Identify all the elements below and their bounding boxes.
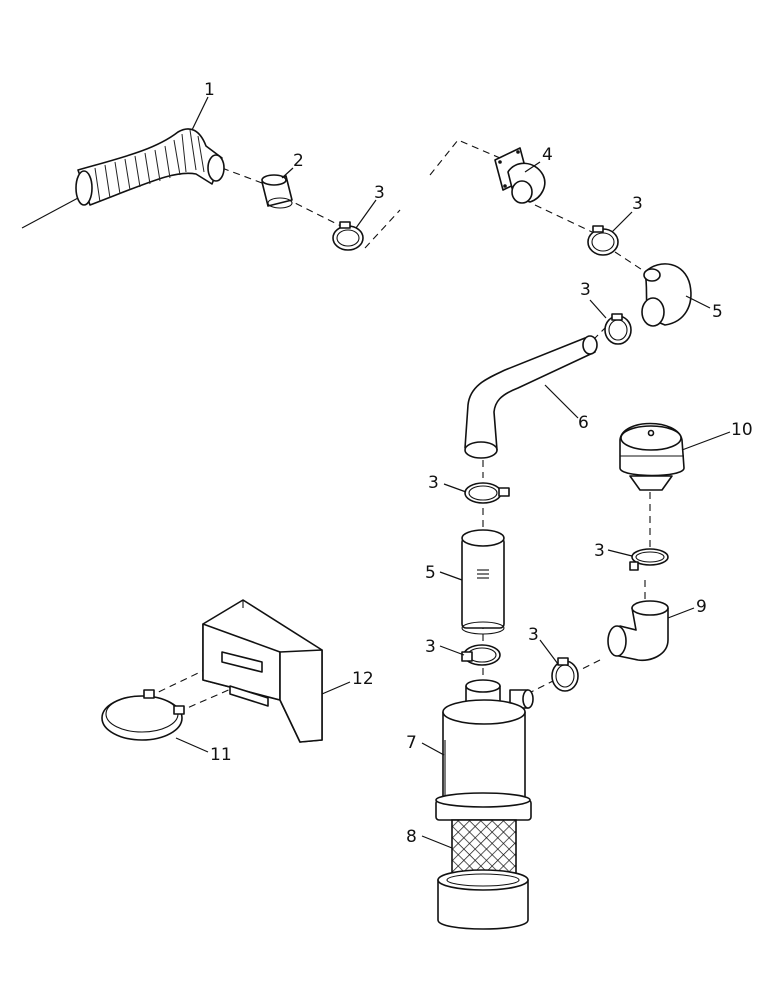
hose-clamp-3e bbox=[629, 548, 669, 571]
bent-tube-6 bbox=[464, 335, 598, 459]
hose-clamp-3f bbox=[461, 644, 501, 666]
band-clamp-11 bbox=[101, 689, 185, 741]
callout-3b: 3 bbox=[632, 194, 643, 214]
callout-3e: 3 bbox=[594, 541, 605, 561]
air-filter-housing-7 bbox=[442, 679, 534, 803]
hose-clamp-3g bbox=[551, 657, 579, 692]
straight-tube-5-lower bbox=[461, 529, 505, 635]
callout-12: 12 bbox=[352, 669, 374, 689]
callout-5a: 5 bbox=[712, 302, 723, 322]
callout-6: 6 bbox=[578, 413, 589, 433]
callout-3c: 3 bbox=[580, 280, 591, 300]
callout-3g: 3 bbox=[528, 625, 539, 645]
callout-8: 8 bbox=[406, 827, 417, 847]
callout-7: 7 bbox=[406, 733, 417, 753]
callout-5b: 5 bbox=[425, 563, 436, 583]
callout-labels: 1 2 3 4 3 3 5 6 10 3 3 5 9 3 3 12 7 8 11 bbox=[204, 80, 753, 847]
precleaner-cap-10 bbox=[619, 422, 685, 491]
hose-clamp-3d bbox=[464, 482, 510, 504]
callout-11: 11 bbox=[210, 745, 232, 765]
ring-2 bbox=[261, 174, 293, 209]
callout-4: 4 bbox=[542, 145, 553, 165]
flexible-hose-1 bbox=[75, 128, 225, 206]
callout-9: 9 bbox=[696, 597, 707, 617]
callout-3a: 3 bbox=[374, 183, 385, 203]
callout-10: 10 bbox=[731, 420, 753, 440]
hose-clamp-3c bbox=[604, 313, 632, 345]
callout-1: 1 bbox=[204, 80, 215, 100]
mounting-bracket-12 bbox=[202, 599, 323, 743]
callout-3f: 3 bbox=[425, 637, 436, 657]
elbow-5-upper bbox=[641, 263, 692, 327]
flanged-elbow-4 bbox=[494, 147, 546, 204]
assembly-lines bbox=[21, 139, 651, 713]
hose-clamp-3b bbox=[587, 225, 619, 256]
filter-element-8 bbox=[435, 792, 532, 930]
elbow-9 bbox=[607, 600, 669, 662]
callout-3d: 3 bbox=[428, 473, 439, 493]
hose-clamp-3a bbox=[332, 221, 364, 251]
callout-2: 2 bbox=[293, 151, 304, 171]
leader-lines bbox=[175, 96, 731, 849]
